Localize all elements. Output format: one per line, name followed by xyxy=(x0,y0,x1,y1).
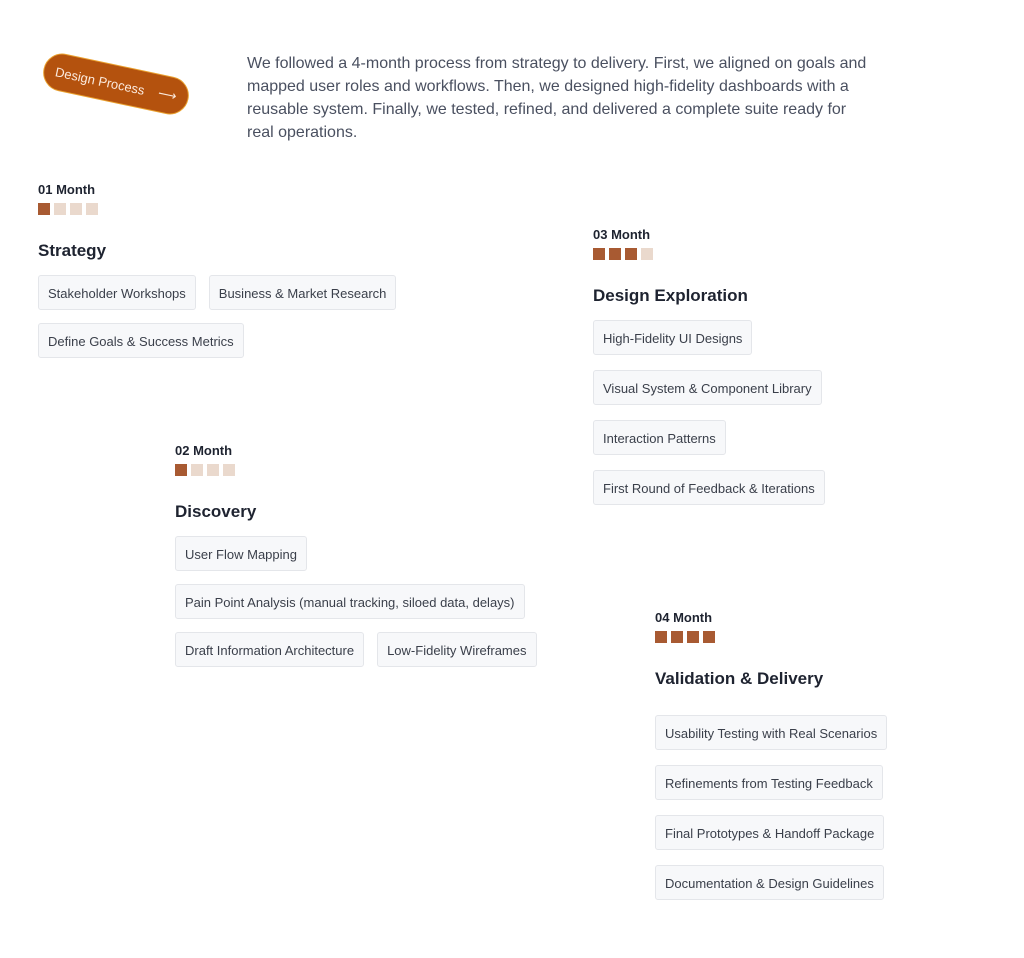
intro-text: We followed a 4-month process from strat… xyxy=(247,55,867,141)
progress-indicator xyxy=(38,203,458,215)
month-label: 03 Month xyxy=(593,227,651,242)
badge-label: Design Process xyxy=(53,63,147,98)
activity-chip: Stakeholder Workshops xyxy=(38,275,196,310)
progress-square xyxy=(655,631,667,643)
activity-chip: Business & Market Research xyxy=(208,275,397,310)
progress-indicator xyxy=(593,248,893,260)
progress-square xyxy=(687,631,699,643)
progress-square xyxy=(54,203,66,215)
design-process-badge[interactable]: Design Process ⟶ xyxy=(39,50,193,118)
progress-square xyxy=(593,248,605,260)
arrow-right-icon: ⟶ xyxy=(156,85,179,104)
progress-square xyxy=(641,248,653,260)
progress-square xyxy=(671,631,683,643)
phase-title: Discovery xyxy=(175,502,257,521)
activity-chip: Final Prototypes & Handoff Package xyxy=(655,815,885,850)
activity-chip: Pain Point Analysis (manual tracking, si… xyxy=(175,584,525,619)
activity-chip: Usability Testing with Real Scenarios xyxy=(655,715,888,750)
progress-indicator xyxy=(655,631,955,643)
progress-square xyxy=(223,464,235,476)
phase-title: Validation & Delivery xyxy=(655,669,824,688)
activity-chip: Interaction Patterns xyxy=(593,420,726,455)
activity-chip: First Round of Feedback & Iterations xyxy=(593,470,825,505)
month-label: 04 Month xyxy=(655,610,713,625)
progress-indicator xyxy=(175,464,575,476)
progress-square xyxy=(70,203,82,215)
phase-title: Strategy xyxy=(38,241,107,260)
activity-chip: Low-Fidelity Wireframes xyxy=(377,632,537,667)
month-label: 01 Month xyxy=(38,182,96,197)
activity-chip: Documentation & Design Guidelines xyxy=(655,865,884,900)
activity-chip: High-Fidelity UI Designs xyxy=(593,320,753,355)
phase-title: Design Exploration xyxy=(593,286,748,305)
progress-square xyxy=(86,203,98,215)
progress-square xyxy=(175,464,187,476)
month-label: 02 Month xyxy=(175,443,233,458)
activity-chip: User Flow Mapping xyxy=(175,536,307,571)
activity-chip: Refinements from Testing Feedback xyxy=(655,765,883,800)
progress-square xyxy=(207,464,219,476)
activity-list: Stakeholder Workshops Business & Market R… xyxy=(38,275,418,358)
activity-chip: Draft Information Architecture xyxy=(175,632,365,667)
activity-chip: Visual System & Component Library xyxy=(593,370,822,405)
progress-square xyxy=(38,203,50,215)
progress-square xyxy=(609,248,621,260)
activity-chip: Define Goals & Success Metrics xyxy=(38,323,244,358)
progress-square xyxy=(625,248,637,260)
progress-square xyxy=(191,464,203,476)
progress-square xyxy=(703,631,715,643)
